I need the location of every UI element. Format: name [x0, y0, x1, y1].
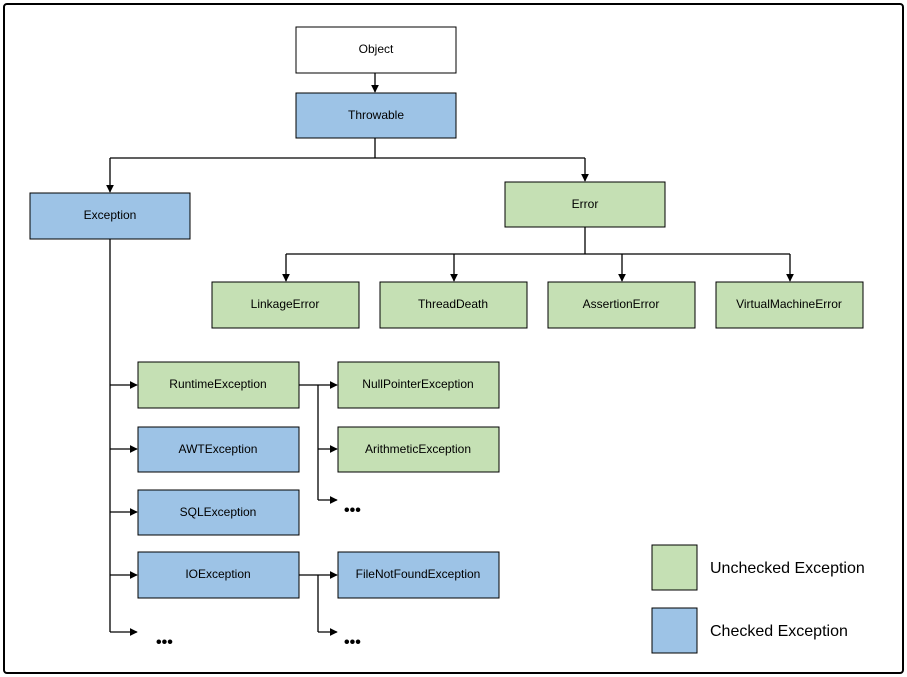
node-file-not-found-exception-label: FileNotFoundException [356, 567, 481, 581]
node-thread-death-label: ThreadDeath [418, 297, 488, 311]
legend: Unchecked Exception Checked Exception [651, 544, 865, 654]
node-assertion-error-label: AssertionError [583, 297, 660, 311]
ellipsis-exception-more: ••• [156, 634, 173, 651]
node-thread-death: ThreadDeath [379, 281, 528, 329]
node-null-pointer-exception-label: NullPointerException [362, 377, 473, 391]
node-exception: Exception [29, 192, 191, 240]
node-object-label: Object [359, 42, 394, 56]
unchecked-swatch-icon [651, 544, 698, 591]
node-error-label: Error [572, 197, 599, 211]
node-file-not-found-exception: FileNotFoundException [337, 551, 500, 599]
node-object: Object [295, 26, 457, 74]
node-null-pointer-exception: NullPointerException [337, 361, 500, 409]
nodes: Object Throwable Exception Error Linkage… [29, 26, 864, 599]
node-exception-label: Exception [84, 208, 137, 222]
node-runtime-exception: RuntimeException [137, 361, 300, 409]
connectors [106, 73, 794, 636]
node-linkage-error-label: LinkageError [251, 297, 320, 311]
node-throwable-label: Throwable [348, 108, 404, 122]
ellipsis-io-more: ••• [344, 634, 361, 651]
node-assertion-error: AssertionError [547, 281, 696, 329]
ellipsis-runtime-more: ••• [344, 502, 361, 519]
node-awt-exception-label: AWTException [179, 442, 258, 456]
node-awt-exception: AWTException [137, 426, 300, 473]
node-io-exception-label: IOException [185, 567, 250, 581]
node-sql-exception: SQLException [137, 489, 300, 536]
legend-unchecked-label: Unchecked Exception [710, 560, 865, 577]
node-linkage-error: LinkageError [211, 281, 360, 329]
node-virtual-machine-error: VirtualMachineError [715, 281, 864, 329]
node-virtual-machine-error-label: VirtualMachineError [736, 297, 842, 311]
checked-swatch-icon [651, 607, 698, 654]
node-arithmetic-exception-label: ArithmeticException [365, 442, 471, 456]
node-runtime-exception-label: RuntimeException [169, 377, 266, 391]
node-sql-exception-label: SQLException [180, 505, 257, 519]
node-arithmetic-exception: ArithmeticException [337, 426, 500, 473]
node-error: Error [504, 181, 666, 228]
legend-checked-label: Checked Exception [710, 623, 848, 640]
node-io-exception: IOException [137, 551, 300, 599]
node-throwable: Throwable [295, 92, 457, 139]
